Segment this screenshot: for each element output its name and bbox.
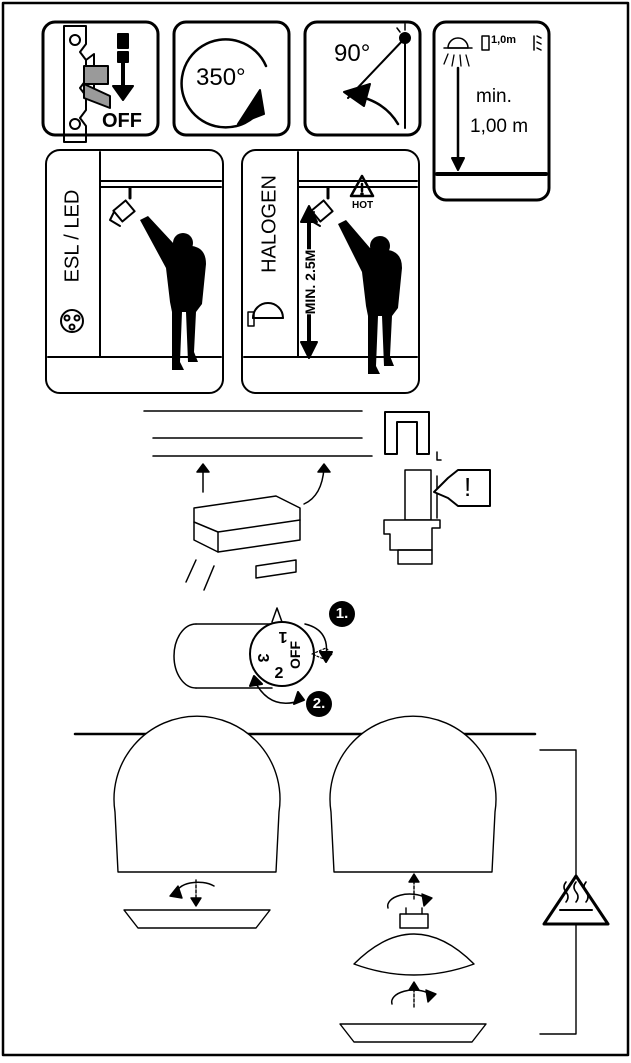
step-1-badge: 1. bbox=[329, 601, 355, 627]
dial-position-2-label: 2 bbox=[274, 665, 284, 682]
esl-led-panel bbox=[45, 149, 224, 394]
breaker-off-label: OFF bbox=[102, 110, 142, 132]
dial-position-3-label: 3 bbox=[254, 653, 271, 663]
breaker-panel bbox=[41, 20, 160, 143]
distance-panel bbox=[432, 20, 551, 202]
hot-label: HOT bbox=[352, 200, 374, 211]
step-2-badge: 2. bbox=[306, 691, 332, 717]
globe-right bbox=[329, 715, 497, 1043]
mounting-warning-label: ! bbox=[464, 472, 472, 502]
dial-position-1-label: 1 bbox=[278, 628, 288, 645]
dial-off-label: OFF bbox=[287, 641, 303, 669]
halogen-person bbox=[338, 220, 402, 374]
hot-surface-warning bbox=[539, 749, 610, 1035]
distance-legend-label: 1,0m bbox=[491, 34, 517, 46]
rotation-panel bbox=[172, 20, 291, 137]
distance-min-label: min. bbox=[476, 86, 512, 107]
halogen-height-label: MIN. 2.5M bbox=[302, 249, 318, 315]
ceiling-mount-diagram bbox=[143, 410, 491, 591]
halogen-panel bbox=[241, 149, 420, 394]
distance-value-label: 1,00 m bbox=[470, 116, 529, 137]
globe-left bbox=[113, 715, 281, 929]
tilt-panel bbox=[303, 20, 422, 137]
esl-led-label: ESL / LED bbox=[61, 189, 84, 283]
esl-person bbox=[140, 216, 206, 370]
tilt-angle-label: 90° bbox=[334, 40, 371, 67]
dial-diagram bbox=[173, 607, 333, 705]
rotation-angle-label: 350° bbox=[196, 64, 246, 91]
halogen-label: HALOGEN bbox=[258, 175, 281, 273]
